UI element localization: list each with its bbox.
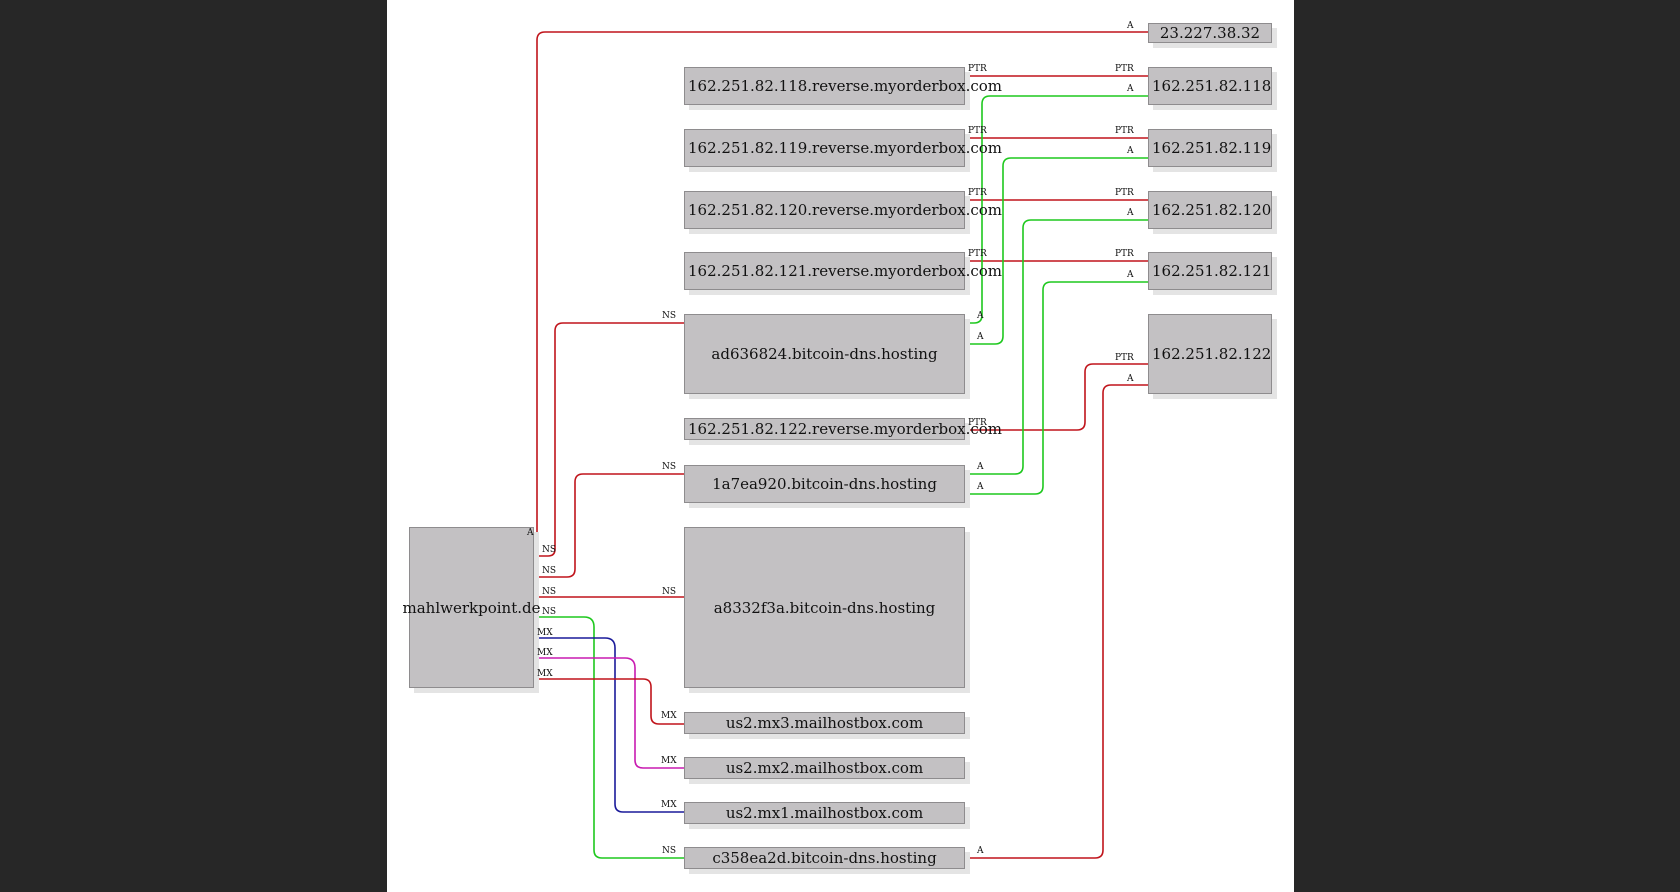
edge-mx-root-mx-2	[534, 657, 684, 769]
edge-label-ns: NS	[662, 462, 677, 472]
node-reverse-118[interactable]: 162.251.82.118.reverse.myorderbox.com	[684, 67, 1002, 105]
node-reverse-119[interactable]: 162.251.82.119.reverse.myorderbox.com	[684, 129, 1002, 167]
node-ns-a8332f3a[interactable]: a8332f3a.bitcoin-dns.hosting	[684, 527, 965, 688]
edge-label-mx: MX	[661, 711, 677, 721]
dns-graph-canvas: mahlwerkpoint.de 23.227.38.32 162.251.82…	[387, 0, 1294, 892]
node-ip-162-251-82-122[interactable]: 162.251.82.122	[1148, 314, 1272, 394]
edge-label-mx: MX	[537, 669, 553, 679]
edge-label-ptr: PTR	[968, 418, 987, 428]
edge-label-a: A	[977, 482, 984, 492]
edge-label-a: A	[1127, 21, 1134, 31]
edge-label-ns: NS	[662, 846, 677, 856]
edge-label-a: A	[977, 311, 984, 321]
edge-label-ptr: PTR	[968, 188, 987, 198]
edge-label-mx: MX	[537, 648, 553, 658]
edge-label-ns: NS	[542, 545, 557, 555]
edge-a-1a-a-120	[965, 219, 1148, 475]
edge-mx-root-mx-1	[534, 637, 684, 813]
node-ns-c358ea2d[interactable]: c358ea2d.bitcoin-dns.hosting	[684, 847, 965, 869]
edge-label-ptr: PTR	[968, 249, 987, 259]
edge-label-ptr: PTR	[968, 64, 987, 74]
edge-label-a: A	[977, 332, 984, 342]
edge-label-ns: NS	[662, 311, 677, 321]
edge-label-mx: MX	[537, 628, 553, 638]
node-ip-162-251-82-118[interactable]: 162.251.82.118	[1148, 67, 1272, 105]
edge-a-1a-a-121	[965, 281, 1148, 495]
node-mx3[interactable]: us2.mx3.mailhostbox.com	[684, 712, 965, 734]
edge-label-a: A	[977, 462, 984, 472]
node-ns-ad636824[interactable]: ad636824.bitcoin-dns.hosting	[684, 314, 965, 394]
edge-label-ptr: PTR	[968, 126, 987, 136]
node-mx2[interactable]: us2.mx2.mailhostbox.com	[684, 757, 965, 779]
edge-label-ptr: PTR	[1115, 353, 1134, 363]
edge-label-ns: NS	[542, 566, 557, 576]
edge-ptr-rev122-ptr	[965, 363, 1148, 431]
node-ns-1a7ea920[interactable]: 1a7ea920.bitcoin-dns.hosting	[684, 465, 965, 503]
node-root-domain[interactable]: mahlwerkpoint.de	[403, 527, 540, 688]
node-mx1[interactable]: us2.mx1.mailhostbox.com	[684, 802, 965, 824]
edge-ns-root-ns-ad	[534, 322, 684, 557]
edge-label-ns: NS	[542, 607, 557, 617]
edge-label-a: A	[527, 528, 534, 538]
edge-label-ptr: PTR	[1115, 188, 1134, 198]
node-ip-162-251-82-120[interactable]: 162.251.82.120	[1148, 191, 1272, 229]
edge-a-root-a-23	[533, 31, 1148, 539]
edge-label-ptr: PTR	[1115, 126, 1134, 136]
edge-label-a: A	[1127, 208, 1134, 218]
edge-label-ptr: PTR	[1115, 249, 1134, 259]
edge-label-a: A	[1127, 146, 1134, 156]
node-ip-23-227-38-32[interactable]: 23.227.38.32	[1148, 23, 1272, 43]
node-reverse-122[interactable]: 162.251.82.122.reverse.myorderbox.com	[684, 418, 1002, 440]
edge-label-a: A	[1127, 84, 1134, 94]
node-ip-162-251-82-119[interactable]: 162.251.82.119	[1148, 129, 1272, 167]
edge-ns-root-ns-1a	[534, 473, 684, 578]
node-ip-162-251-82-121[interactable]: 162.251.82.121	[1148, 252, 1272, 290]
edge-ns-root-ns-c3	[534, 616, 684, 859]
edge-layer	[533, 31, 1148, 859]
edge-label-a: A	[1127, 270, 1134, 280]
edge-a-c3-a-122	[965, 384, 1148, 859]
edge-label-ptr: PTR	[1115, 64, 1134, 74]
edge-a-ad-a-118	[965, 95, 1148, 324]
edge-mx-root-mx-3	[534, 678, 684, 725]
node-reverse-120[interactable]: 162.251.82.120.reverse.myorderbox.com	[684, 191, 1002, 229]
edge-label-a: A	[1127, 374, 1134, 384]
node-reverse-121[interactable]: 162.251.82.121.reverse.myorderbox.com	[684, 252, 1002, 290]
edge-label-ns: NS	[662, 587, 677, 597]
edge-a-ad-a-119	[965, 157, 1148, 345]
edge-label-mx: MX	[661, 800, 677, 810]
edge-label-a: A	[977, 846, 984, 856]
edge-label-ns: NS	[542, 587, 557, 597]
edge-label-mx: MX	[661, 756, 677, 766]
